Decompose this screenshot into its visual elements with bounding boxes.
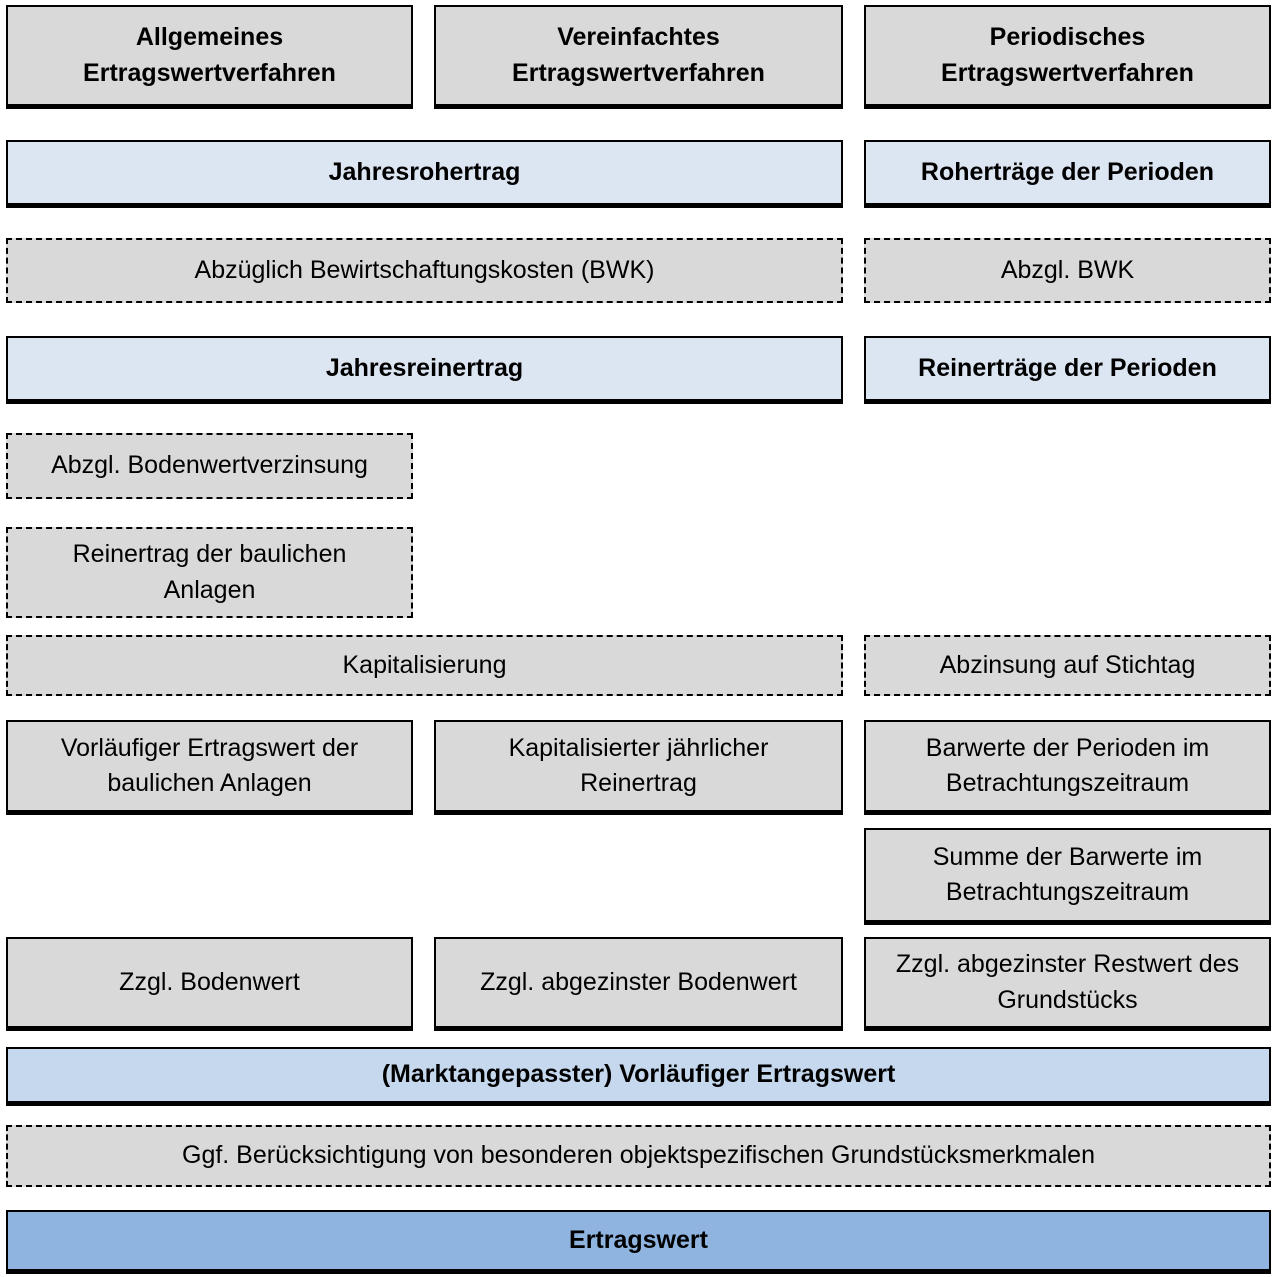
- box-zzgl-abgezinster-restwert: Zzgl. abgezinster Restwert des Grundstüc…: [864, 937, 1271, 1028]
- box-kapitalisierter-jaehrlicher-reinertrag: Kapitalisierter jährlicher Reinertrag: [434, 720, 843, 812]
- box-abzinsung-auf-stichtag: Abzinsung auf Stichtag: [864, 635, 1271, 696]
- box-jahresreinertrag: Jahresreinertrag: [6, 336, 843, 401]
- box-rohertraege-der-perioden: Roherträge der Perioden: [864, 140, 1271, 205]
- box-reinertraege-der-perioden: Reinerträge der Perioden: [864, 336, 1271, 401]
- box-reinertrag-der-baulichen-anlagen: Reinertrag der baulichen Anlagen: [6, 527, 413, 618]
- header-periodisches-ertragswertverfahren: Periodisches Ertragswertverfahren: [864, 5, 1271, 106]
- box-marktangepasster-vorlaeufiger-ertragswert: (Marktangepasster) Vorläufiger Ertragswe…: [6, 1047, 1271, 1103]
- box-ggf-grundstuecksmerkmale: Ggf. Berücksichtigung von besonderen obj…: [6, 1125, 1271, 1187]
- box-abzueglich-bewirtschaftungskosten: Abzüglich Bewirtschaftungskosten (BWK): [6, 238, 843, 303]
- header-vereinfachtes-ertragswertverfahren: Vereinfachtes Ertragswertverfahren: [434, 5, 843, 106]
- box-zzgl-bodenwert: Zzgl. Bodenwert: [6, 937, 413, 1028]
- box-ertragswert: Ertragswert: [6, 1210, 1271, 1271]
- box-vorlaeufiger-ertragswert-bauliche-anlagen: Vorläufiger Ertragswert der baulichen An…: [6, 720, 413, 812]
- box-barwerte-der-perioden: Barwerte der Perioden im Betrachtungszei…: [864, 720, 1271, 812]
- header-allgemeines-ertragswertverfahren: Allgemeines Ertragswertverfahren: [6, 5, 413, 106]
- box-summe-der-barwerte: Summe der Barwerte im Betrachtungszeitra…: [864, 828, 1271, 922]
- box-zzgl-abgezinster-bodenwert: Zzgl. abgezinster Bodenwert: [434, 937, 843, 1028]
- box-jahresrohertrag: Jahresrohertrag: [6, 140, 843, 205]
- box-abzgl-bwk: Abzgl. BWK: [864, 238, 1271, 303]
- box-kapitalisierung: Kapitalisierung: [6, 635, 843, 696]
- box-abzgl-bodenwertverzinsung: Abzgl. Bodenwertverzinsung: [6, 433, 413, 499]
